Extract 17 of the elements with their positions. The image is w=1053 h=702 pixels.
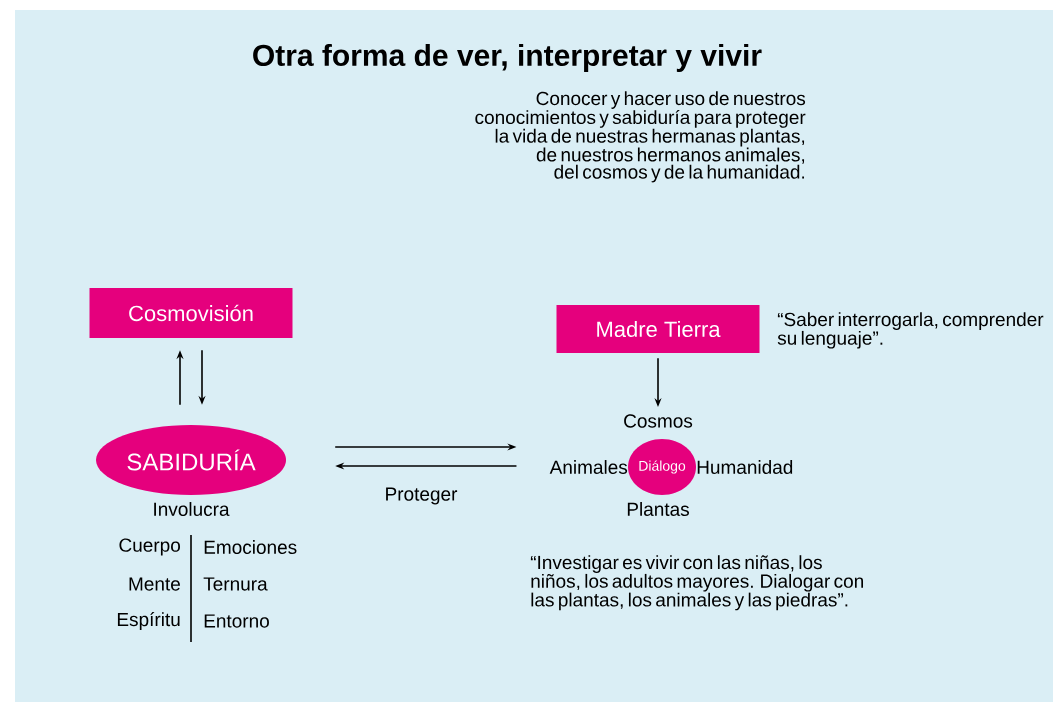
edge-label: Proteger [383,486,459,506]
word: Cuerpo [119,538,180,556]
label-box: Madre Tierra [556,305,760,353]
word: Emociones [204,540,297,554]
quote: “Saber interrogarla, comprender su lenguaje”. [777,312,1044,349]
quote: “Investigar es vivir con las niñas, los niños, los adultos mayores. Dialogar con las plantas, los animales y las piedras”. [530,555,863,611]
word: Plantas [627,502,689,516]
word: Mente [129,577,180,591]
intro-text: Conocer y hacer uso de nuestros conocimientos y sabiduría para proteger la vida de nuestras hermanas plantas, de nuestros hermanos animales, del cosmos y de la humanidad. [475,91,806,183]
word: Animales [549,460,628,474]
word: Espíritu [117,612,180,630]
label-box: Cosmovisión [89,288,293,338]
word: Cosmos [624,414,693,428]
word: Ternura [203,577,268,591]
word: Entorno [204,614,269,628]
word: Humanidad [697,460,793,474]
title: Otra forma de ver, interpretar y vivir [253,44,762,72]
